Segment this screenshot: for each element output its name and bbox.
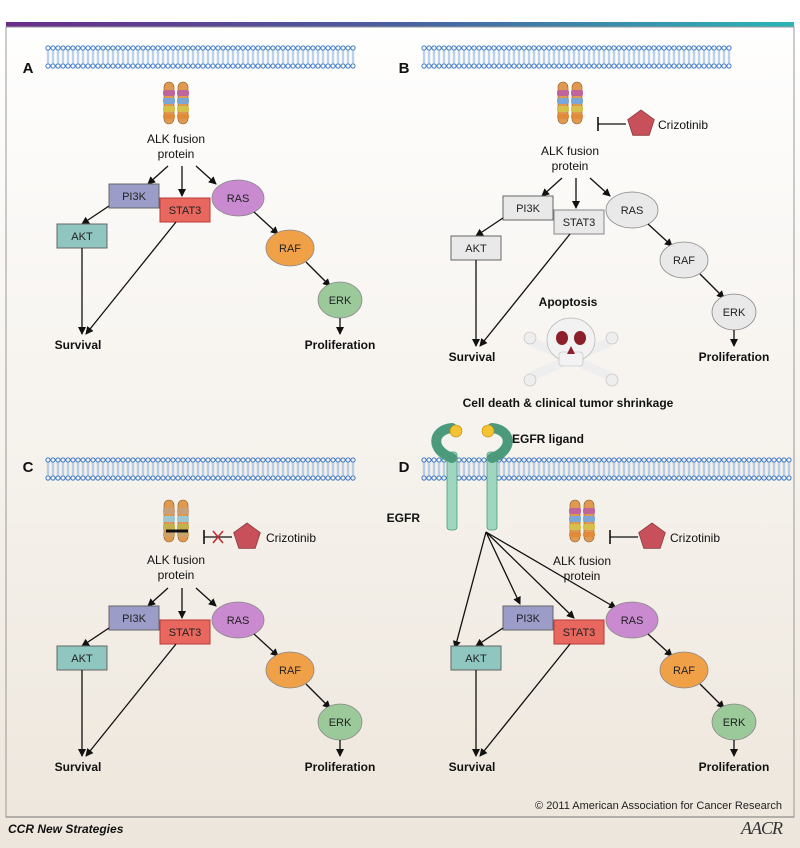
aacr-logo: AACR — [741, 818, 783, 838]
svg-text:STAT3: STAT3 — [563, 627, 596, 639]
panel-b-pi3k-node: PI3K — [502, 195, 554, 221]
copyright-text: © 2011 American Association for Cancer R… — [535, 800, 782, 812]
panel-c-crizotinib-icon — [233, 522, 261, 549]
panel-b-membrane — [421, 45, 732, 69]
panel-a-raf-node: RAF — [265, 229, 315, 267]
svg-text:RAF: RAF — [673, 665, 695, 677]
panel-c-akt-node: AKT — [56, 645, 108, 671]
panel-a-letter: A — [23, 60, 34, 77]
panel-d-stat3-node: STAT3 — [553, 619, 605, 645]
svg-text:RAS: RAS — [621, 205, 644, 217]
svg-text:PI3K: PI3K — [516, 613, 541, 625]
svg-text:AKT: AKT — [465, 243, 487, 255]
panel-a-ras-node: RAS — [211, 179, 265, 217]
panel-a-alk-protein — [163, 81, 189, 125]
svg-text:ERK: ERK — [329, 295, 352, 307]
egfr-receptor — [431, 423, 513, 531]
svg-text:ERK: ERK — [723, 717, 746, 729]
panel-d-fusion-label-1: ALK fusion — [553, 554, 611, 568]
svg-text:PI3K: PI3K — [122, 613, 147, 625]
svg-text:ERK: ERK — [723, 307, 746, 319]
journal-title: CCR New Strategies — [8, 822, 124, 836]
svg-text:RAS: RAS — [621, 615, 644, 627]
panel-a-membrane — [45, 45, 356, 69]
svg-text:PI3K: PI3K — [516, 203, 541, 215]
panel-c-proliferation-label: Proliferation — [305, 760, 376, 774]
svg-text:STAT3: STAT3 — [563, 217, 596, 229]
panel-c-drug-label: Crizotinib — [266, 531, 316, 545]
svg-text:RAS: RAS — [227, 615, 250, 627]
svg-text:STAT3: STAT3 — [169, 627, 202, 639]
panel-b-survival-label: Survival — [449, 350, 496, 364]
top-color-bar — [6, 22, 794, 27]
panel-d-raf-node: RAF — [659, 651, 709, 689]
panel-b-crizotinib-icon — [627, 109, 655, 136]
panel-a-fusion-label-1: ALK fusion — [147, 132, 205, 146]
panel-b-alk-protein — [557, 81, 583, 125]
panel-d-ras-node: RAS — [605, 601, 659, 639]
panel-b-ras-node: RAS — [605, 191, 659, 229]
panel-b-fusion-label-2: protein — [552, 159, 589, 173]
panel-c-erk-node: ERK — [317, 703, 363, 741]
svg-text:RAF: RAF — [673, 255, 695, 267]
panel-d-egfr-label: EGFR — [387, 511, 421, 525]
svg-text:RAF: RAF — [279, 665, 301, 677]
panel-a-pi3k-node: PI3K — [108, 183, 160, 209]
panel-c-survival-label: Survival — [55, 760, 102, 774]
panel-d-fusion-label-2: protein — [564, 569, 601, 583]
svg-text:RAS: RAS — [227, 193, 250, 205]
panel-d-akt-node: AKT — [450, 645, 502, 671]
panel-d-alk-protein — [569, 499, 595, 543]
blocked-x-icon — [212, 530, 224, 544]
egfr-ligand-icon — [449, 424, 463, 438]
panel-d-drug-label: Crizotinib — [670, 531, 720, 545]
egfr-ligand-icon — [481, 424, 495, 438]
panel-a-survival-label: Survival — [55, 338, 102, 352]
svg-text:AKT: AKT — [71, 653, 93, 665]
panel-a-stat3-node: STAT3 — [159, 197, 211, 223]
panel-d-survival-label: Survival — [449, 760, 496, 774]
panel-d-proliferation-label: Proliferation — [699, 760, 770, 774]
panel-a-erk-node: ERK — [317, 281, 363, 319]
panel-b-fusion-label-1: ALK fusion — [541, 144, 599, 158]
panel-d-crizotinib-icon — [638, 522, 666, 549]
panel-b-cell-death-label: Cell death & clinical tumor shrinkage — [463, 396, 674, 410]
panel-c-stat3-node: STAT3 — [159, 619, 211, 645]
panel-b-drug-label: Crizotinib — [658, 118, 708, 132]
panel-b-apoptosis-label: Apoptosis — [539, 295, 598, 309]
panel-c-fusion-label-1: ALK fusion — [147, 553, 205, 567]
panel-a-fusion-label-2: protein — [158, 147, 195, 161]
panel-a-proliferation-label: Proliferation — [305, 338, 376, 352]
panel-d-letter: D — [399, 459, 410, 476]
panel-d-pi3k-node: PI3K — [502, 605, 554, 631]
panel-b-letter: B — [399, 60, 410, 77]
panel-b-proliferation-label: Proliferation — [699, 350, 770, 364]
panel-c-membrane — [45, 457, 356, 481]
panel-c-pi3k-node: PI3K — [108, 605, 160, 631]
svg-text:STAT3: STAT3 — [169, 205, 202, 217]
svg-text:RAF: RAF — [279, 243, 301, 255]
panel-c-letter: C — [23, 459, 34, 476]
skull-crossbones-icon — [523, 317, 619, 387]
panel-b-akt-node: AKT — [450, 235, 502, 261]
panel-a-akt-node: AKT — [56, 223, 108, 249]
panel-b-stat3-node: STAT3 — [553, 209, 605, 235]
svg-text:AKT: AKT — [465, 653, 487, 665]
panel-c-raf-node: RAF — [265, 651, 315, 689]
panel-b-erk-node: ERK — [711, 293, 757, 331]
panel-b-raf-node: RAF — [659, 241, 709, 279]
panel-d-egfr-ligand-label: EGFR ligand — [512, 432, 584, 446]
panel-c-ras-node: RAS — [211, 601, 265, 639]
svg-text:ERK: ERK — [329, 717, 352, 729]
panel-d-erk-node: ERK — [711, 703, 757, 741]
svg-text:PI3K: PI3K — [122, 191, 147, 203]
svg-text:AKT: AKT — [71, 231, 93, 243]
panel-c-fusion-label-2: protein — [158, 568, 195, 582]
